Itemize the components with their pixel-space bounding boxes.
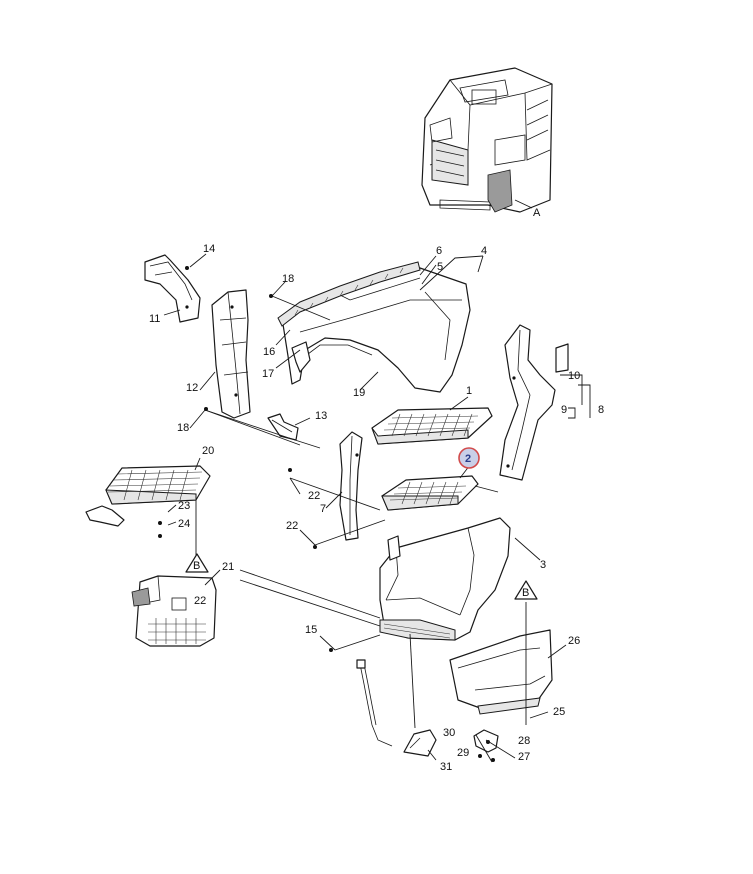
callout-1: 1 [466,385,472,397]
callout-27: 27 [518,751,530,763]
triangle-marker-left [185,553,209,573]
small-bracket-13 [267,413,299,441]
post-7 [339,431,363,541]
fender-panel [277,261,471,393]
step-2 [381,475,479,511]
callout-13: 13 [315,410,327,422]
callout-2: 2 [465,453,471,465]
cab-overview [421,67,553,213]
fasteners [204,294,482,758]
leader-lines [163,253,591,763]
triangle-B-left: B [193,560,200,572]
callout-22-c: 22 [194,595,206,607]
callout-A: A [533,207,541,219]
callout-16: 16 [263,346,275,358]
callout-30: 30 [443,727,455,739]
callout-15: 15 [305,624,317,636]
callout-26: 26 [568,635,580,647]
callout-7: 7 [320,503,326,515]
callout-24: 24 [178,518,190,530]
step-1 [371,407,493,445]
triangle-B-right: B [522,587,529,599]
callout-22-a: 22 [308,490,320,502]
vertical-bracket-12 [211,289,251,419]
callout-22-b: 22 [286,520,298,532]
callout-18-top: 18 [282,273,294,285]
callout-31: 31 [440,761,452,773]
callout-labels: 14 11 18 16 17 12 18 13 19 6 4 5 1 10 9 … [149,207,604,773]
right-bracket [499,324,569,481]
highlighted-callout-2[interactable]: 2 [458,447,480,469]
callout-4: 4 [481,245,487,257]
panel-26 [449,629,553,715]
step-basket [131,575,217,647]
callout-29: 29 [457,747,469,759]
step-unit-20 [85,465,211,538]
callout-18-left: 18 [177,422,189,434]
upper-bracket [144,254,201,323]
bracket-27 [473,729,499,762]
triangle-marker-right [514,580,538,600]
callout-20: 20 [202,445,214,457]
callout-25: 25 [553,706,565,718]
callout-10: 10 [568,370,580,382]
callout-21: 21 [222,561,234,573]
callout-5: 5 [437,261,443,273]
callout-28: 28 [518,735,530,747]
wire-harness [356,659,437,757]
callout-12: 12 [186,382,198,394]
callout-3: 3 [540,559,546,571]
callout-17: 17 [262,368,274,380]
callout-6: 6 [436,245,442,257]
callout-14: 14 [203,243,215,255]
callout-23: 23 [178,500,190,512]
callout-8: 8 [598,404,604,416]
callout-19: 19 [353,387,365,399]
lower-panel-3 [379,517,511,641]
callout-11: 11 [149,313,160,325]
callout-9: 9 [561,404,567,416]
